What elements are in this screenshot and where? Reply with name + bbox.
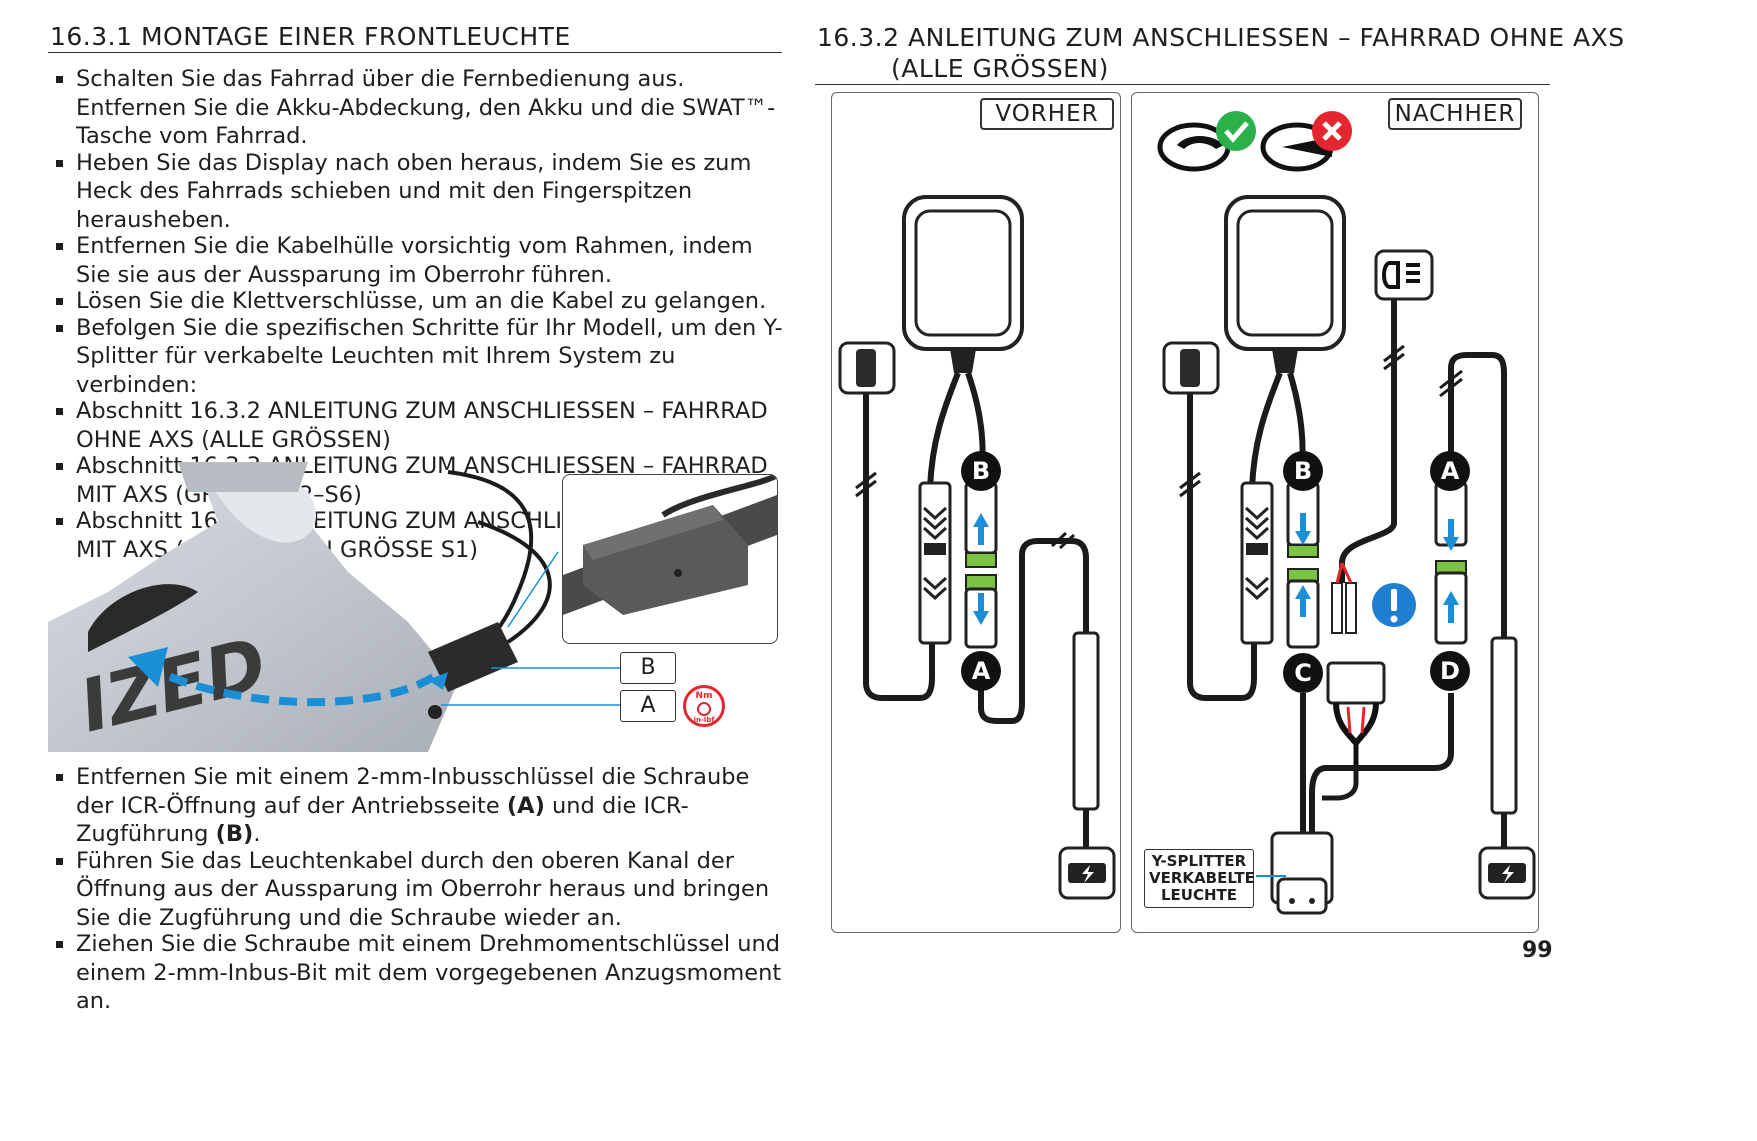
panel-label-before: VORHER <box>980 98 1114 130</box>
instruction-list-bottom: Entfernen Sie mit einem 2-mm-Inbusschlüs… <box>50 763 790 1016</box>
y-splitter-line-2: VERKABELTE <box>1149 869 1255 887</box>
list-item: Führen Sie das Leuchtenkabel durch den o… <box>50 847 790 933</box>
list-item: Ziehen Sie die Schraube mit einem Drehmo… <box>50 930 790 1016</box>
list-item: Schalten Sie das Fahrrad über die Fernbe… <box>50 65 790 151</box>
callout-b: B <box>620 652 676 684</box>
panel-before: VORHER B A <box>831 92 1121 933</box>
torque-unit-inlbf: in-lbf <box>693 716 715 724</box>
list-item: Entfernen Sie die Kabelhülle vorsichtig … <box>50 232 790 289</box>
cable-guide-detail <box>563 475 777 615</box>
connector-label-a: A <box>1430 451 1470 491</box>
callout-a: A <box>620 690 676 722</box>
connector-label-c: C <box>1283 653 1323 693</box>
list-item: Abschnitt 16.3.2 ANLEITUNG ZUM ANSCHLIES… <box>50 397 790 454</box>
torque-unit-nm: Nm <box>695 691 713 701</box>
list-item: Befolgen Sie die spezifischen Schritte f… <box>50 314 790 400</box>
bike-frame-figure: IZED <box>48 462 788 752</box>
heading-underline-left <box>48 52 782 53</box>
y-splitter-line-1: Y-SPLITTER <box>1151 852 1247 870</box>
section-heading-16-3-2: 16.3.2 ANLEITUNG ZUM ANSCHLIESSEN – FAHR… <box>817 22 1625 84</box>
panel-label-after: NACHHER <box>1388 98 1522 130</box>
connector-label-b: B <box>1283 451 1323 491</box>
heading-underline-right <box>815 84 1550 85</box>
heading-line-2: (ALLE GRÖSSEN) <box>891 54 1109 83</box>
connector-label-a: A <box>961 651 1001 691</box>
after-wiring-diagram <box>1157 111 1536 915</box>
y-splitter-label: Y-SPLITTER VERKABELTE LEUCHTE <box>1144 849 1255 908</box>
list-item: Lösen Sie die Klettverschlüsse, um an di… <box>50 287 790 316</box>
connector-label-b: B <box>961 451 1001 491</box>
connector-label-d: D <box>1430 651 1470 691</box>
bike-frame-illustration: IZED <box>48 462 620 752</box>
list-item: Heben Sie das Display nach oben heraus, … <box>50 149 790 235</box>
detail-inset <box>562 474 778 644</box>
page-number: 99 <box>1522 938 1553 963</box>
y-splitter-line-3: LEUCHTE <box>1160 886 1238 904</box>
heading-line-1: 16.3.2 ANLEITUNG ZUM ANSCHLIESSEN – FAHR… <box>817 23 1625 52</box>
panel-after: NACHHER B C A D Y-SPLITTER VERKABELTE LE… <box>1131 92 1539 933</box>
before-wiring-diagram <box>838 195 1116 900</box>
section-heading-16-3-1: 16.3.1 MONTAGE EINER FRONTLEUCHTE <box>50 22 571 51</box>
list-item: Entfernen Sie mit einem 2-mm-Inbusschlüs… <box>50 763 790 849</box>
torque-icon: Nm in-lbf <box>683 685 725 727</box>
